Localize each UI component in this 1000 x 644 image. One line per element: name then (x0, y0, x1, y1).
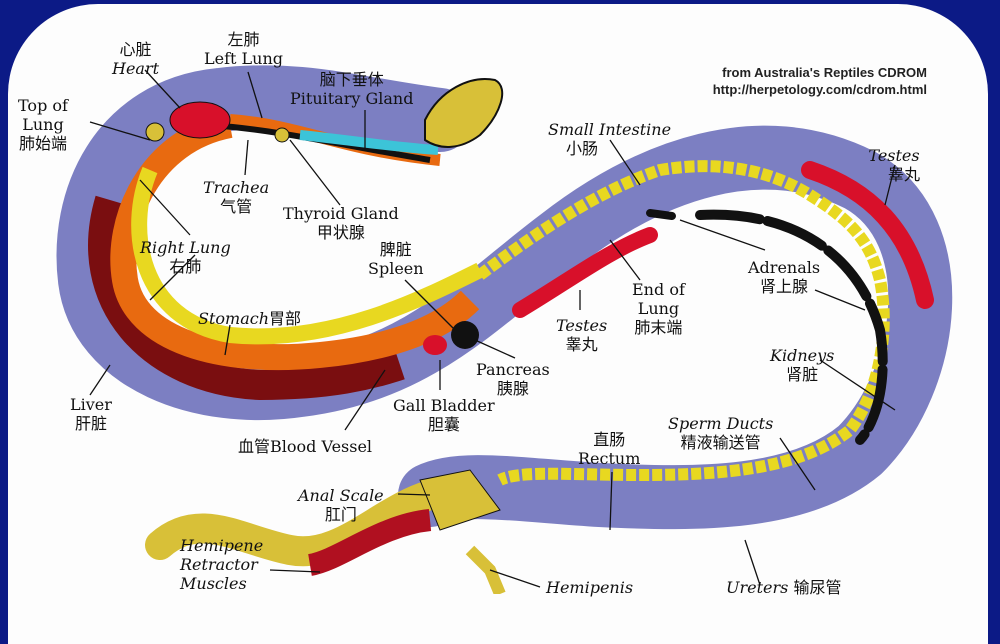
liver (88, 195, 405, 401)
label-ureters: Ureters 输尿管 (726, 578, 842, 597)
kidneys (695, 209, 888, 445)
adrenals (646, 209, 676, 220)
anal-scale (419, 469, 501, 531)
source-line-1: from Australia's Reptiles CDROM (722, 65, 927, 80)
thyroid-gland (274, 127, 290, 143)
gall-bladder (423, 335, 447, 355)
heart (169, 101, 231, 139)
snake-anatomy-drawing (56, 65, 953, 594)
snake-body (56, 65, 953, 530)
testes-inner (512, 227, 658, 318)
source-credit: from Australia's Reptiles CDROM http://h… (620, 64, 927, 98)
tail (145, 480, 445, 567)
pituitary-gland (299, 130, 439, 155)
source-url: http://herpetology.com/cdrom.html (712, 82, 927, 97)
hemipene-retractor-muscle (307, 509, 432, 576)
testes-outer (801, 161, 934, 309)
label-blood-vessel: 血管Blood Vessel (238, 437, 373, 456)
small-intestine (476, 160, 890, 486)
stomach (131, 166, 484, 345)
top-of-lung (145, 122, 165, 142)
snake-head (424, 78, 504, 148)
label-hemipenis: Hemipenis (546, 578, 634, 597)
leader-lines (89, 69, 896, 588)
label-stomach: Stomach胃部 (198, 309, 302, 328)
spleen-pancreas (451, 321, 479, 349)
